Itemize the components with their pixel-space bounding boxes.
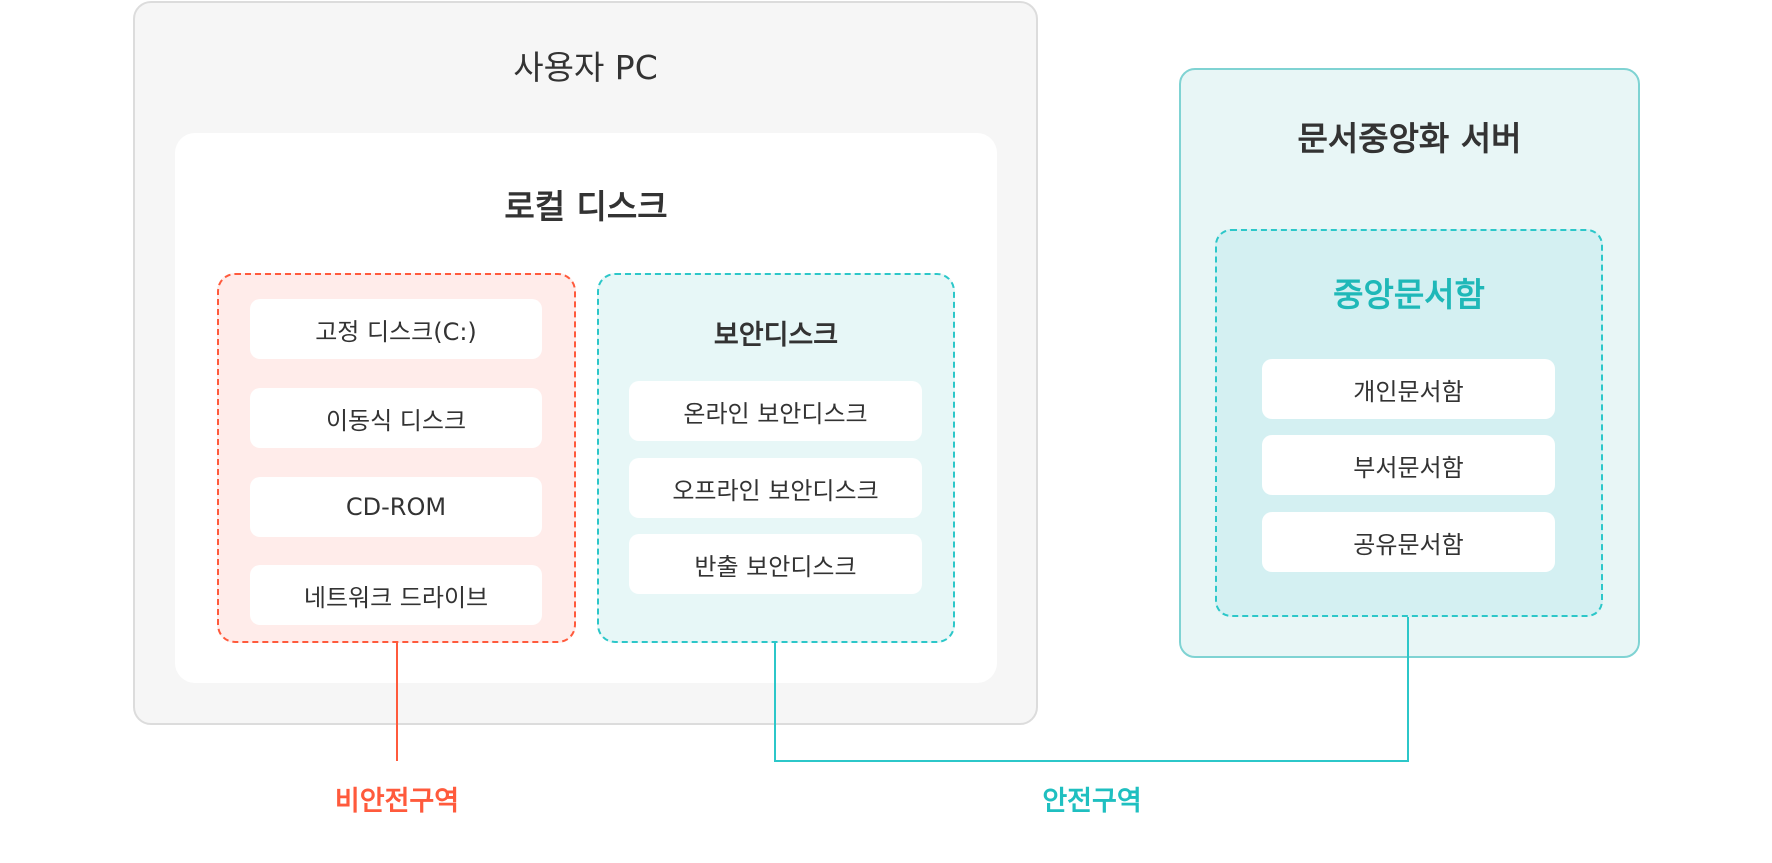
safe-connector-line-left — [774, 643, 776, 762]
safe-connector-line-bottom — [774, 760, 1409, 762]
cdrom-item: CD-ROM — [250, 477, 542, 537]
offline-secure-disk-item: 오프라인 보안디스크 — [629, 458, 922, 518]
network-drive-item: 네트워크 드라이브 — [250, 565, 542, 625]
online-secure-disk-item: 온라인 보안디스크 — [629, 381, 922, 441]
local-disk-title: 로컬 디스크 — [504, 187, 668, 226]
fixed-disk-item: 고정 디스크(C:) — [250, 299, 542, 359]
unsafe-zone-label: 비안전구역 — [334, 785, 460, 817]
unsafe-connector-line — [396, 643, 398, 761]
personal-box-item: 개인문서함 — [1262, 359, 1555, 419]
shared-box-item: 공유문서함 — [1262, 512, 1555, 572]
user-pc-title: 사용자 PC — [513, 48, 658, 87]
removable-disk-item: 이동식 디스크 — [250, 388, 542, 448]
server-title: 문서중앙화 서버 — [1297, 119, 1522, 158]
export-secure-disk-item: 반출 보안디스크 — [629, 534, 922, 594]
secure-disk-title: 보안디스크 — [713, 319, 839, 351]
safe-connector-line-right — [1407, 617, 1409, 762]
department-box-item: 부서문서함 — [1262, 435, 1555, 495]
safe-zone-label: 안전구역 — [1042, 785, 1142, 817]
central-box-title: 중앙문서함 — [1333, 275, 1485, 314]
